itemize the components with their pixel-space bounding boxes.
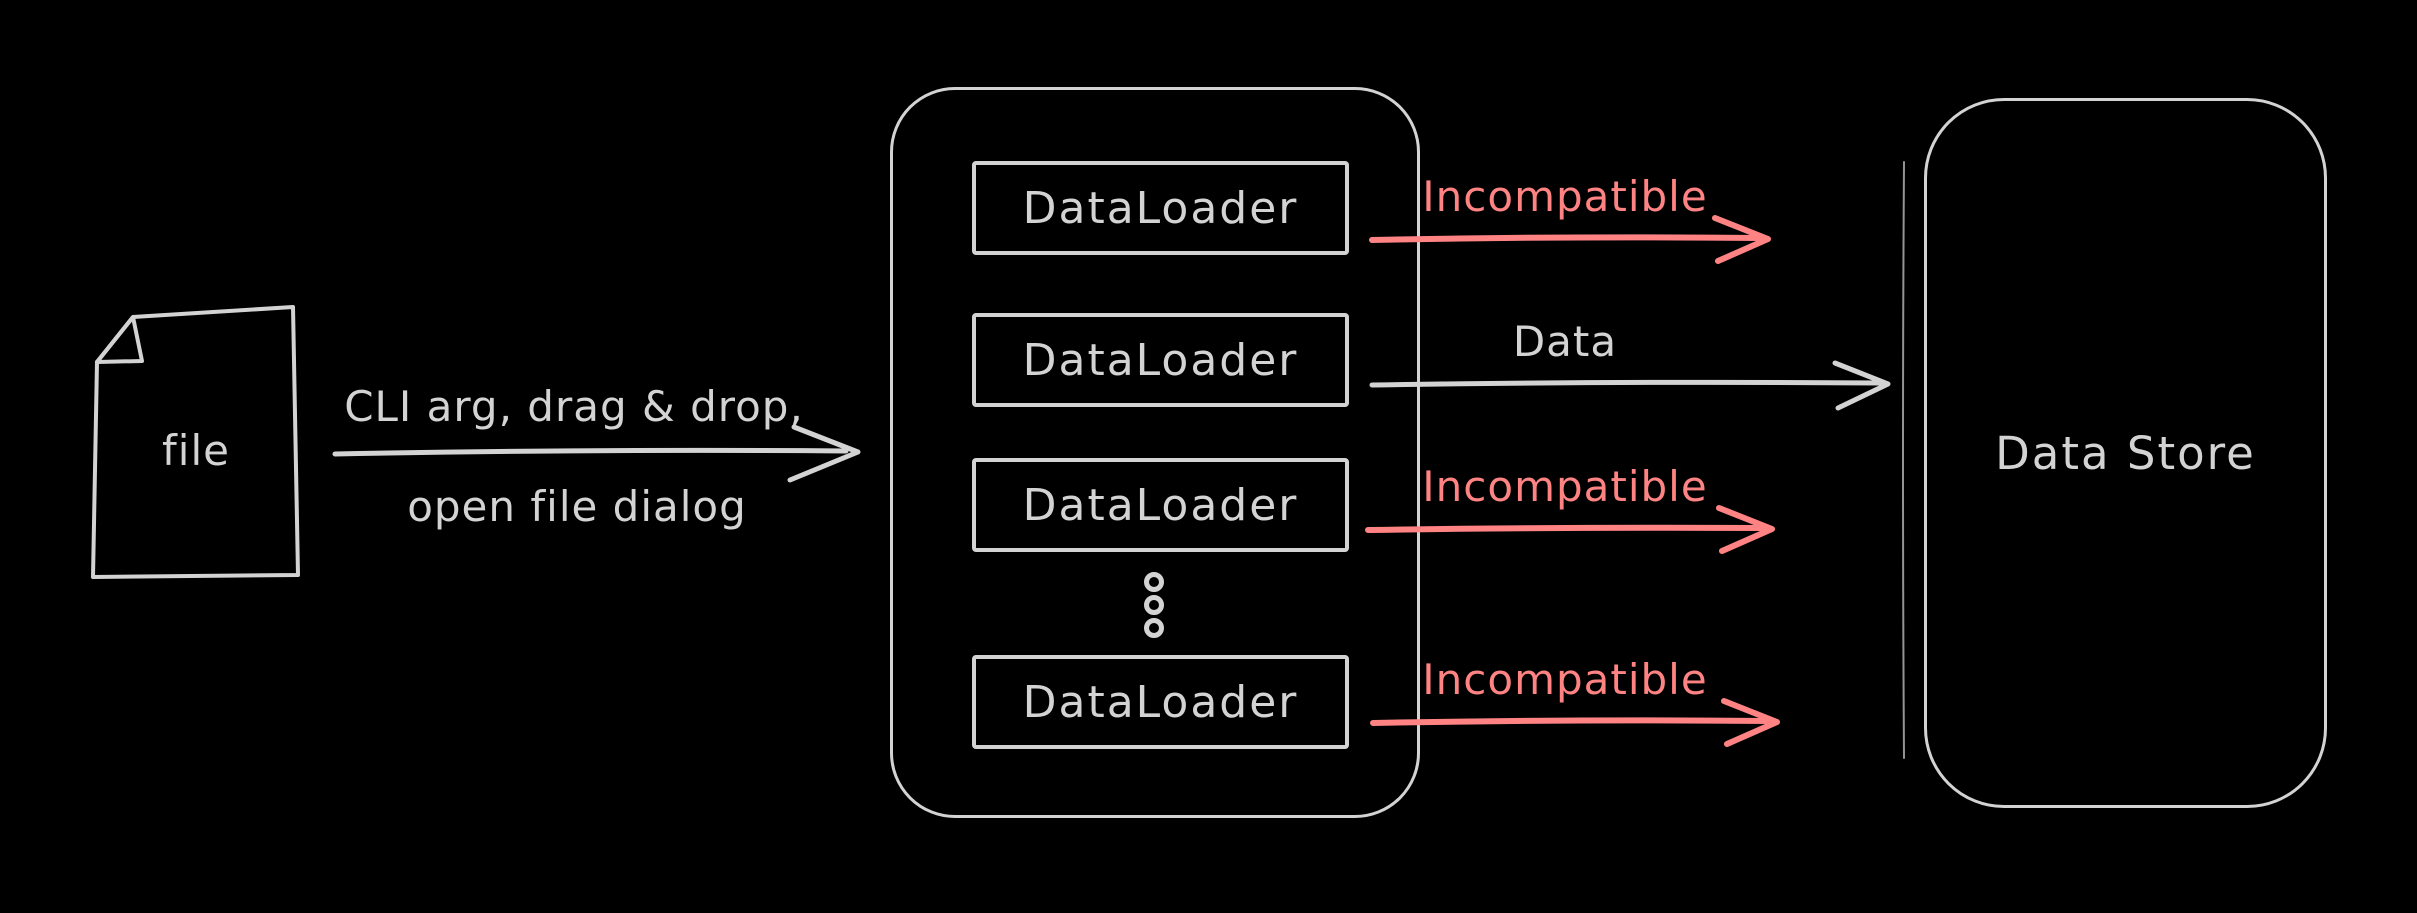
data-store-double-stroke — [1902, 161, 1905, 759]
dataloader-box-1: DataLoader — [972, 161, 1349, 255]
flow-incompatible-2: Incompatible — [1365, 454, 1905, 574]
dataloader-box-4: DataLoader — [972, 655, 1349, 749]
data-store-box: Data Store — [1924, 98, 2327, 808]
flow-incompatible-3: Incompatible — [1365, 647, 1905, 767]
data-store-label: Data Store — [1995, 426, 2256, 480]
ellipsis-dot — [1144, 618, 1164, 638]
input-flow-label-line1: CLI arg, drag & drop, — [344, 382, 804, 431]
flow-label: Incompatible — [1422, 655, 1708, 704]
dataloader-box-3: DataLoader — [972, 458, 1349, 552]
ellipsis-dot — [1144, 572, 1164, 592]
arrow-right-icon — [1365, 505, 1775, 554]
arrow-right-icon — [1370, 698, 1780, 747]
dataloader-label: DataLoader — [1022, 676, 1299, 728]
flow-label: Incompatible — [1422, 172, 1708, 221]
vertical-ellipsis-icon — [1144, 572, 1164, 638]
input-flow-label-line2: open file dialog — [407, 482, 747, 531]
arrow-right-icon — [1369, 215, 1771, 264]
flow-incompatible-1: Incompatible — [1365, 164, 1905, 284]
file-icon — [91, 305, 300, 579]
file-node-label: file — [162, 426, 230, 475]
arrow-right-icon — [1369, 360, 1891, 411]
flow-label: Data — [1512, 317, 1618, 366]
dataloader-label: DataLoader — [1022, 182, 1299, 234]
flow-label: Incompatible — [1422, 462, 1708, 511]
ellipsis-dot — [1144, 595, 1164, 615]
flow-data: Data — [1365, 309, 1905, 429]
dataloader-box-2: DataLoader — [972, 313, 1349, 407]
dataloader-label: DataLoader — [1022, 334, 1299, 386]
dataloader-label: DataLoader — [1022, 479, 1299, 531]
input-arrow-right-icon — [332, 424, 861, 483]
loader-group-container — [890, 87, 1420, 818]
